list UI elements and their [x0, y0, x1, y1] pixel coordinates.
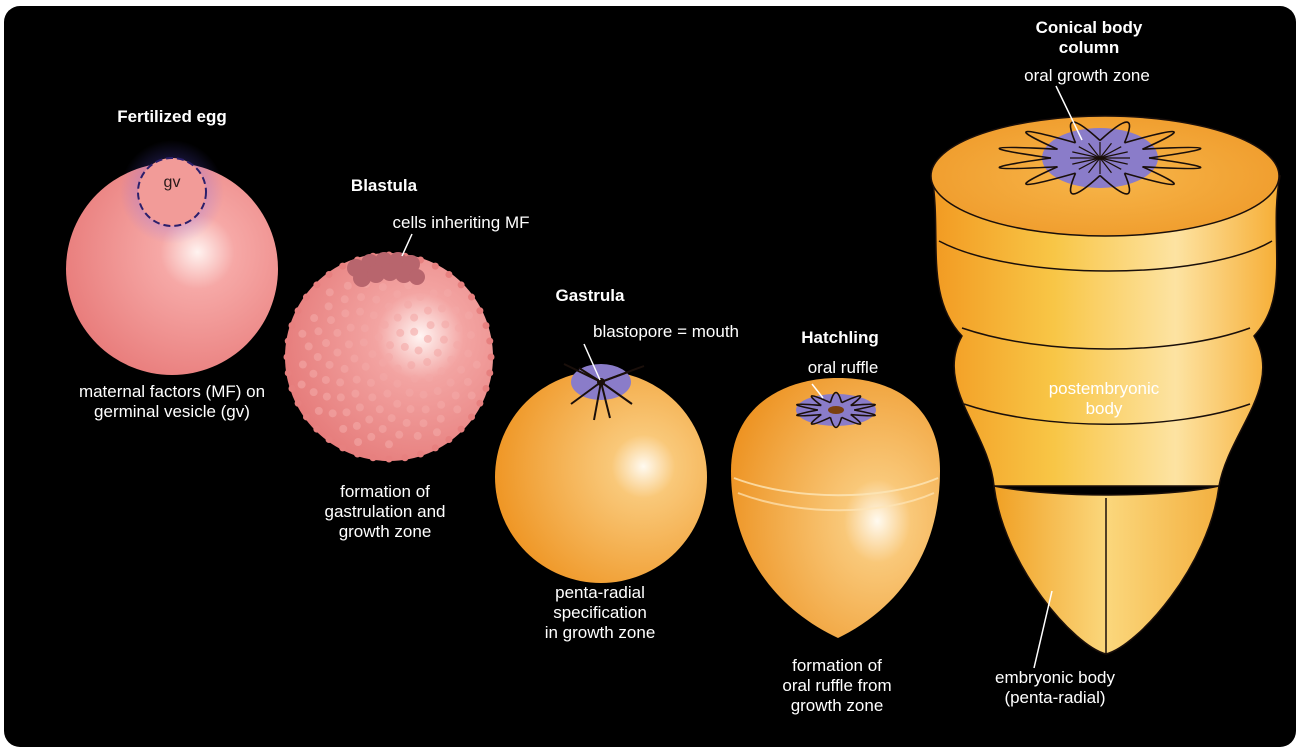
gastrula-figure — [495, 344, 707, 583]
blastula-annotation: cells inheriting MF — [366, 213, 556, 233]
blastula-figure — [284, 234, 495, 463]
conical-body-title: Conical body column — [1004, 18, 1174, 58]
gastrula-caption: penta-radial specification in growth zon… — [520, 583, 680, 643]
conical-body-figure — [931, 86, 1280, 668]
hatchling-caption: formation of oral ruffle from growth zon… — [752, 656, 922, 716]
conical-body-annotation: oral growth zone — [992, 66, 1182, 86]
embryonic-body-label: embryonic body (penta-radial) — [970, 668, 1140, 708]
hatchling-figure — [731, 378, 940, 638]
hatchling-title: Hatchling — [780, 328, 900, 348]
blastula-title: Blastula — [324, 176, 444, 196]
hatchling-annotation: oral ruffle — [788, 358, 898, 378]
fertilized-egg-title: Fertilized egg — [87, 107, 257, 127]
blastula-caption: formation of gastrulation and growth zon… — [300, 482, 470, 542]
diagram-panel: Fertilized egg gv maternal factors (MF) … — [4, 6, 1296, 747]
postembryonic-body-label: postembryonic body — [1024, 379, 1184, 419]
gv-label: gv — [152, 174, 192, 192]
fertilized-egg-caption: maternal factors (MF) on germinal vesicl… — [34, 382, 310, 422]
gastrula-title: Gastrula — [530, 286, 650, 306]
gastrula-annotation: blastopore = mouth — [566, 322, 766, 342]
